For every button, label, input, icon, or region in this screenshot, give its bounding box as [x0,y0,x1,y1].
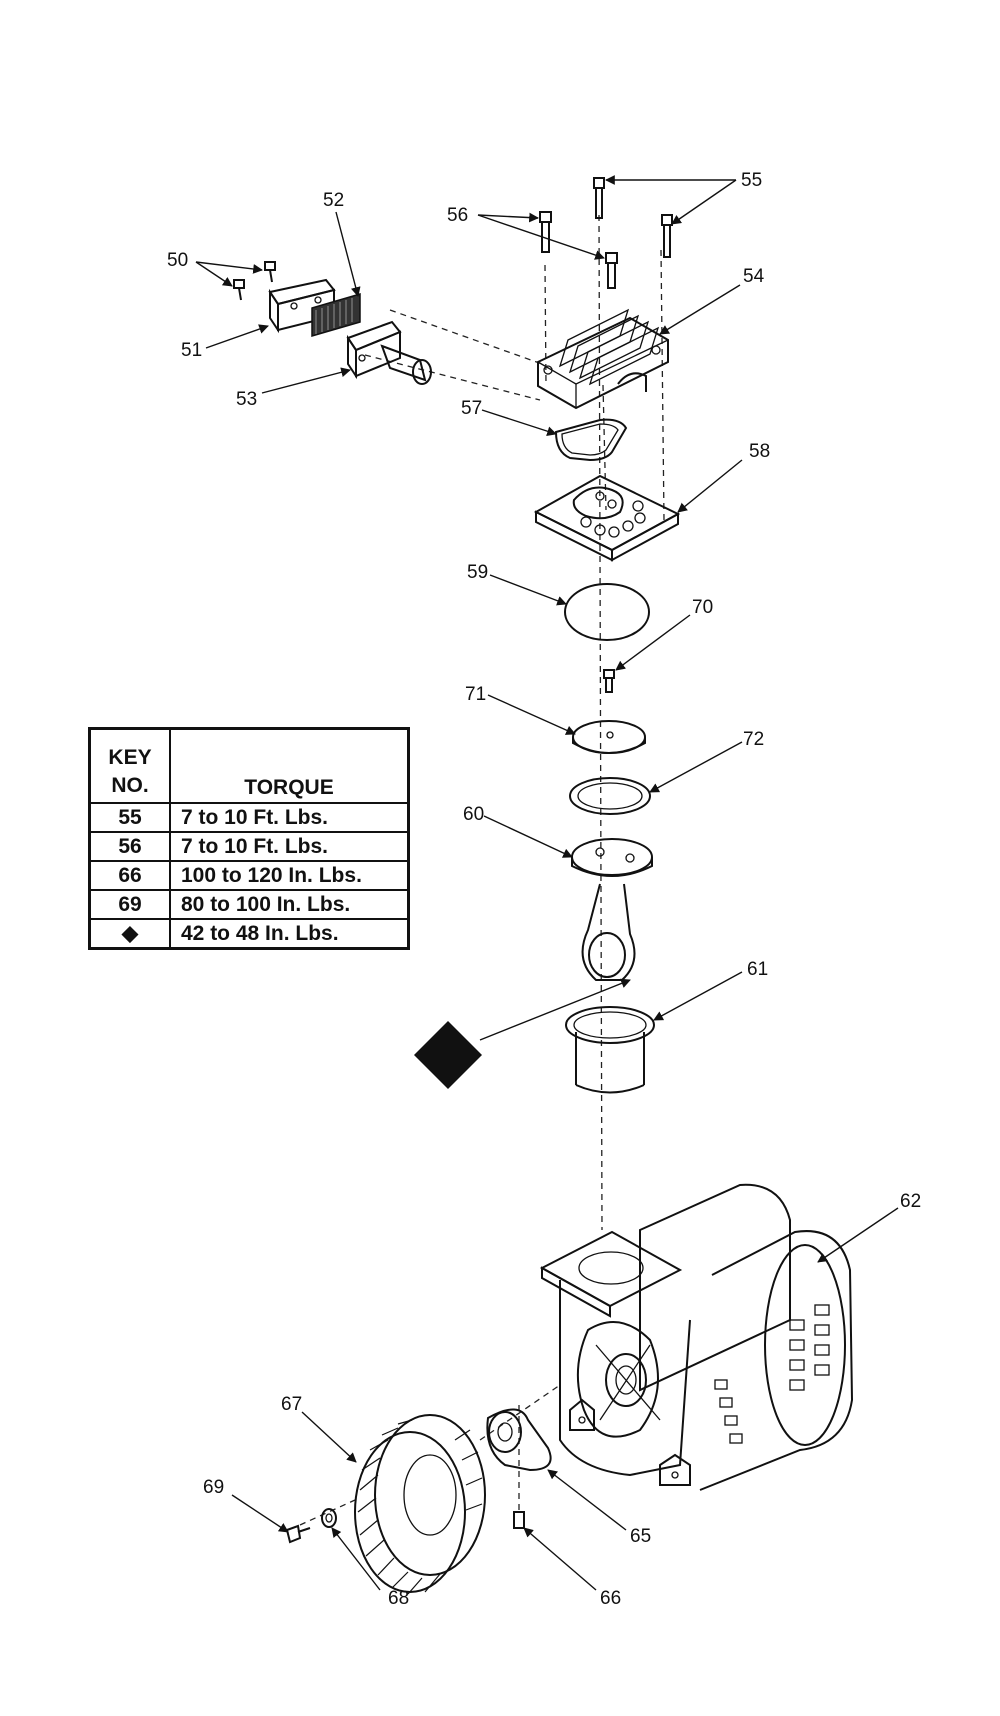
torque-row-value: 42 to 48 In. Lbs. [169,918,410,950]
header-torque: TORQUE [169,727,410,804]
torque-table-header: KEY NO. TORQUE [88,727,410,804]
header-key-line1: KEY [108,746,152,769]
callout-69: 69 [203,1477,224,1498]
part-70-screw [603,669,615,693]
part-61-cylinder-sleeve [565,1006,655,1094]
part-62-motor-crankcase [539,1183,854,1491]
callout-60: 60 [463,804,484,825]
callout-57: 57 [461,398,482,419]
diamond-icon [414,1021,482,1089]
part-66-set-screw [513,1511,525,1529]
callout-55: 55 [741,170,762,191]
part-60-connecting-rod [571,838,653,981]
torque-row: 55 7 to 10 Ft. Lbs. [88,802,410,833]
callout-53: 53 [236,389,257,410]
part-54-cylinder-head [537,308,669,410]
callout-54: 54 [743,266,765,287]
callout-51: 51 [181,340,202,361]
part-72-ring [569,777,651,815]
torque-row-value: 100 to 120 In. Lbs. [169,860,410,891]
callout-59: 59 [467,562,488,583]
header-key-line2: NO. [111,774,149,797]
callout-67: 67 [281,1394,302,1415]
callout-50: 50 [167,250,188,271]
torque-row-value: 7 to 10 Ft. Lbs. [169,802,410,833]
part-55-bolts [593,177,673,258]
part-67-fan [354,1414,486,1595]
callout-58: 58 [749,441,770,462]
torque-row-key: 56 [88,831,171,862]
part-52-filter [311,293,361,337]
leader-lines [195,175,899,1591]
callout-56: 56 [447,205,468,226]
callout-72: 72 [743,729,764,750]
torque-row: 56 7 to 10 Ft. Lbs. [88,831,410,862]
callout-68: 68 [388,1588,409,1609]
torque-row: ◆ 42 to 48 In. Lbs. [88,918,410,950]
callout-52: 52 [323,190,344,211]
callout-61: 61 [747,959,768,980]
torque-row-value: 7 to 10 Ft. Lbs. [169,831,410,862]
torque-row-value: 80 to 100 In. Lbs. [169,889,410,920]
part-57-head-gasket [554,418,628,462]
part-53-intake-housing [346,320,432,385]
torque-row-key: 55 [88,802,171,833]
part-50-screws [233,261,276,301]
torque-row: 66 100 to 120 In. Lbs. [88,860,410,891]
part-58-valve-plate [533,474,681,562]
torque-row-key: 69 [88,889,171,920]
torque-row: 69 80 to 100 In. Lbs. [88,889,410,920]
callout-71: 71 [465,684,486,705]
callout-62: 62 [900,1191,921,1212]
torque-table: KEY NO. TORQUE 55 7 to 10 Ft. Lbs. 56 7 … [88,727,410,950]
callout-66: 66 [600,1588,621,1609]
callout-70: 70 [692,597,713,618]
part-65-eccentric [486,1408,552,1472]
part-59-o-ring [564,583,650,641]
torque-row-key: 66 [88,860,171,891]
callout-65: 65 [630,1526,651,1547]
part-68-washer [321,1508,337,1528]
part-69-screw [285,1524,311,1544]
torque-row-key-diamond-icon: ◆ [88,918,171,950]
part-71-retainer [572,720,646,754]
callout-labels: 50 51 52 53 54 55 56 57 58 59 70 71 72 6… [167,170,921,1609]
header-key-no: KEY NO. [88,727,171,804]
part-56-bolts [539,211,618,289]
